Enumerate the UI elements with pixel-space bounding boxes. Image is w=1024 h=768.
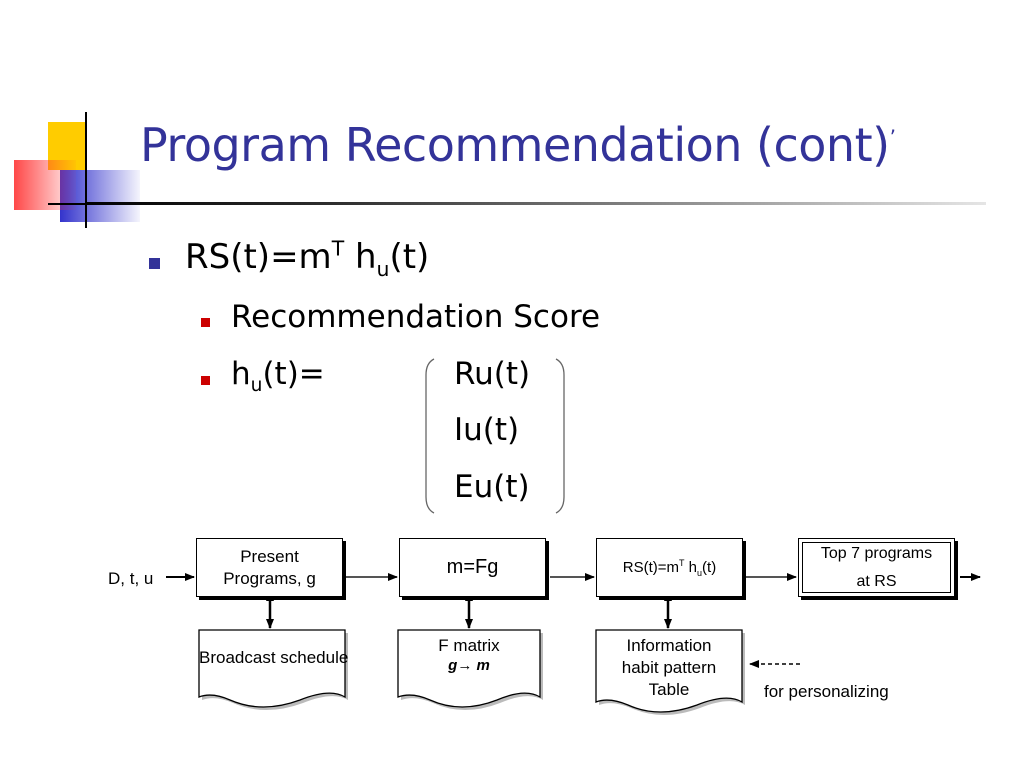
box2-text: m=Fg <box>446 556 499 578</box>
doc3-line3: Table <box>648 680 690 699</box>
box3-formula: RS(t)=mT hu(t) <box>622 558 717 578</box>
box1-line1: Present <box>240 546 299 566</box>
rs-formula-main: RS(t)=m <box>185 237 332 277</box>
doc2-label: F matrix g→ m <box>398 636 540 676</box>
decorative-logo <box>14 112 140 228</box>
box-present-programs: Present Programs, g <box>196 538 343 597</box>
doc2-line2: g→ m <box>448 657 490 674</box>
personalizing-label: for personalizing <box>764 682 889 701</box>
hu-formula-tail: (t)= <box>262 356 325 392</box>
doc1-label: Broadcast schedule <box>199 648 349 667</box>
vector-brackets <box>425 358 565 514</box>
rs-formula-sub: u <box>376 256 390 281</box>
bullet-rs-formula: RS(t)=mT hu(t) <box>185 236 430 279</box>
doc-information-table <box>595 629 745 715</box>
doc2-line1: F matrix <box>438 636 500 655</box>
doc-broadcast-schedule <box>198 629 348 710</box>
box3-sub: u <box>697 568 703 578</box>
box3-mid: h <box>684 559 698 576</box>
vector-entry-2: Iu(t) <box>454 412 520 448</box>
vector-entry-3: Eu(t) <box>454 469 530 505</box>
rs-formula-tail: (t) <box>389 237 430 277</box>
hu-formula-main: h <box>231 356 251 392</box>
title-underline <box>86 202 986 205</box>
bullet-marker-2 <box>201 318 210 327</box>
box3-main: RS(t)=m <box>622 559 680 576</box>
box4-line2: at RS <box>856 572 897 590</box>
logo-red-square <box>14 160 76 210</box>
rs-formula-sup: T <box>331 236 345 261</box>
rs-formula-mid: h <box>344 237 377 277</box>
bullet-marker-3 <box>201 376 210 385</box>
box-m-fg: m=Fg <box>399 538 546 597</box>
bullet-hu-formula: hu(t)= <box>231 356 325 395</box>
bullet-marker-1 <box>149 258 160 269</box>
box1-line2: Programs, g <box>223 568 316 588</box>
slide-title-text: Program Recommendation (cont) <box>140 118 890 172</box>
slide-title: Program Recommendation (cont)’ <box>140 118 896 172</box>
box3-sup: T <box>679 558 685 568</box>
vector-entry-1: Ru(t) <box>454 356 531 392</box>
input-label: D, t, u <box>108 569 154 588</box>
doc-f-matrix <box>397 629 543 710</box>
slide-title-mark: ’ <box>889 125 896 150</box>
box4-line1: Top 7 programs <box>820 544 933 562</box>
hu-formula-sub: u <box>250 375 263 397</box>
box-top-programs: Top 7 programs at RS <box>798 538 955 597</box>
box3-tail: (t) <box>702 559 717 576</box>
doc3-line1: Information <box>626 636 712 655</box>
doc3-label: Information habit pattern Table <box>596 635 742 701</box>
doc3-line2: habit pattern <box>621 658 717 677</box>
bullet-recommendation-score: Recommendation Score <box>231 299 601 335</box>
box-rs-formula: RS(t)=mT hu(t) <box>596 538 743 597</box>
